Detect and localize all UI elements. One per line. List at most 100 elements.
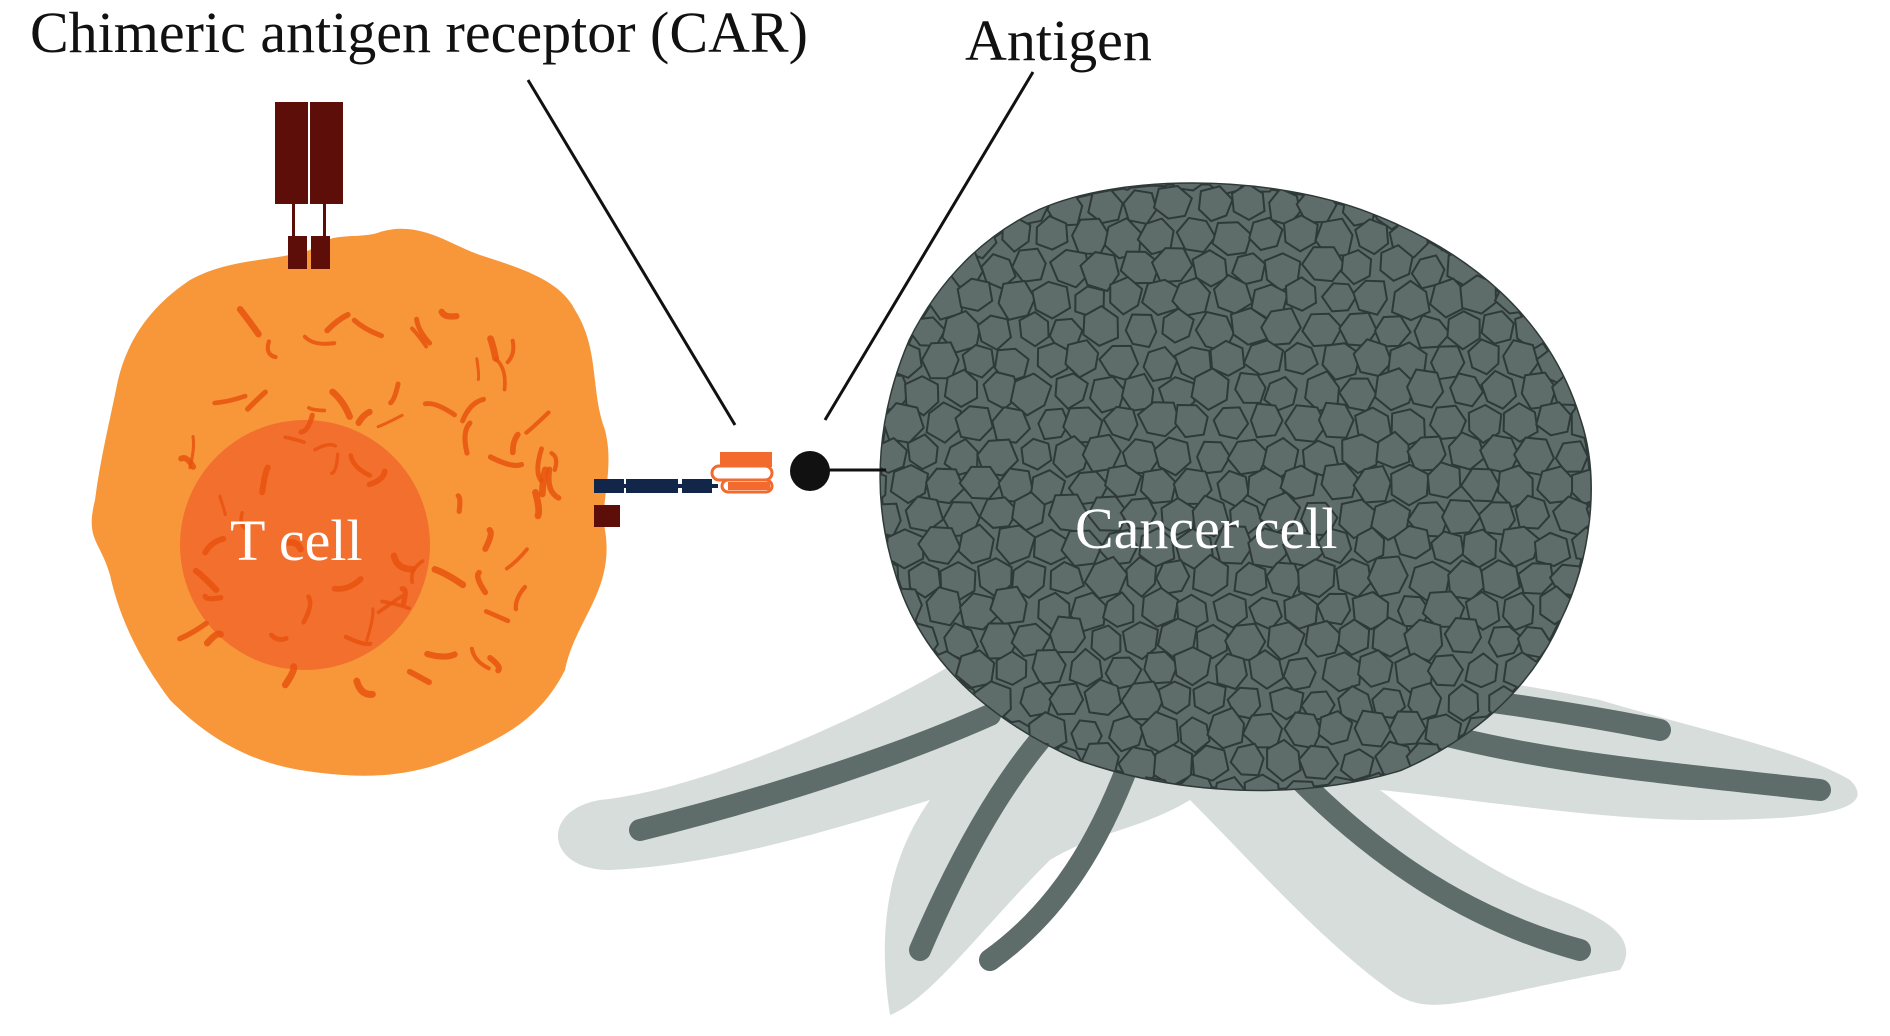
t-cell-squiggle <box>259 464 271 496</box>
t-cell-squiggle <box>414 316 433 346</box>
cancer-cell-lobule <box>1049 560 1085 595</box>
antigen-leader-line <box>823 71 1035 421</box>
cancer-cell-lobule <box>1354 183 1392 197</box>
cancer-cell-lobule <box>1037 407 1070 441</box>
t-cell-squiggle <box>513 584 528 612</box>
receptor-block <box>310 102 343 204</box>
t-cell-squiggle <box>192 567 220 593</box>
t-cell-squiggle <box>535 446 544 483</box>
cancer-cell-lobule <box>1052 434 1091 479</box>
cancer-cell-lobule <box>996 183 1030 191</box>
t-cell-squiggle <box>351 317 384 339</box>
cancer-cell-lobule <box>887 587 923 622</box>
cancer-cell-lobule <box>1585 495 1591 535</box>
cancer-cell-lobule <box>1337 618 1371 656</box>
cancer-cell-lobule <box>1463 183 1506 194</box>
cancer-cell-lobule <box>995 650 1028 686</box>
cancer-cell-lobule <box>1234 371 1267 404</box>
cancer-cell-lobule <box>1316 183 1355 189</box>
cancer-cell-lobule <box>1566 343 1591 381</box>
cancer-projection <box>909 729 1051 961</box>
cancer-cell-lobule <box>1388 183 1427 189</box>
cancer-cell-lobule <box>1068 647 1104 688</box>
cancer-cell-lobule <box>1087 189 1124 225</box>
cancer-cell-lobule <box>911 189 943 224</box>
cancer-cell-lobule <box>906 433 939 471</box>
cancer-cell-lobule <box>1176 773 1217 790</box>
cancer-cell-lobule <box>1485 187 1523 226</box>
cancer-cell-lobule <box>1568 591 1591 629</box>
cancer-cell-lobule <box>1142 345 1179 383</box>
cancer-cell-lobule <box>1190 367 1230 411</box>
cancer-cell-lobule <box>1379 244 1414 282</box>
cancer-cell-lobule <box>1430 530 1465 565</box>
cancer-cell-lobule <box>1243 773 1281 790</box>
cancer-cell-lobule <box>880 401 925 444</box>
t-cell-squiggle <box>524 410 551 435</box>
cancer-cell-lobule <box>1102 405 1139 442</box>
cancer-cell-lobule <box>943 368 979 409</box>
cancer-cell-lobule <box>1388 710 1428 747</box>
cancer-cell-lobule <box>1480 369 1518 410</box>
t-cell-squiggle <box>483 609 511 624</box>
t-cell-squiggle <box>482 527 494 552</box>
t-cell-squiggle <box>212 393 248 406</box>
t-cell-squiggle <box>376 594 404 615</box>
t-cell-receptor-top <box>275 102 343 269</box>
cancer-cell-lobule <box>1354 218 1390 256</box>
t-cell-squiggle <box>245 389 268 412</box>
cancer-cell-lobule <box>1592 557 1625 592</box>
cancer-cell-lobule <box>1517 562 1555 595</box>
cancer-cell-lobule <box>1404 185 1441 224</box>
cancer-cell-lobule <box>1036 341 1072 379</box>
t-cell-squiggle <box>301 594 313 625</box>
cancer-cell-lobule <box>880 650 893 688</box>
cancer-cell-lobule <box>1449 372 1485 408</box>
cancer-cell-lobule <box>880 468 888 509</box>
t-cell-squiggle <box>343 634 373 647</box>
t-cell-squiggle <box>330 452 340 475</box>
cancer-cell-lobule <box>1206 706 1246 750</box>
cancer-cell-lobule <box>1079 251 1120 293</box>
cancer-cell-lobule <box>1211 221 1253 257</box>
t-cell-squiggle <box>504 547 529 571</box>
cancer-cell-lobule <box>1554 248 1591 294</box>
cancer-cell-lobule <box>904 375 940 417</box>
cancer-cell-lobule <box>1242 339 1285 376</box>
cancer-cell-lobule <box>1018 310 1050 348</box>
cancer-cell-lobule <box>1592 439 1622 473</box>
cancer-cell-lobule <box>1589 617 1591 657</box>
cancer-cell-lobule <box>956 277 994 312</box>
cancer-cell-lobule <box>1109 275 1144 316</box>
cancer-cell-lobule <box>925 401 962 444</box>
t-cell-squiggle <box>509 431 521 456</box>
cancer-cell-lobule <box>1321 342 1362 381</box>
t-cell-squiggle <box>460 396 486 424</box>
cancer-cell-lobule <box>1502 402 1539 443</box>
t-cell-squiggle <box>475 357 481 381</box>
t-cell-squiggle <box>329 388 353 420</box>
t-cell-squiggle <box>269 632 289 642</box>
t-cell-squiggle <box>202 593 224 602</box>
t-cell-squiggle <box>410 559 425 585</box>
cancer-cell-lobule <box>880 187 903 226</box>
receptor-base <box>288 236 307 269</box>
cancer-cell-lobule <box>1060 529 1104 568</box>
t-cell-squiggle <box>380 599 411 611</box>
cancer-cell-lobule <box>1496 216 1539 256</box>
cancer-cell-lobule <box>1035 214 1069 251</box>
cancer-cell-lobule <box>1124 313 1158 349</box>
cancer-cell-lobule <box>880 280 885 313</box>
cancer-cell-lobule <box>1584 185 1591 223</box>
t-cell-squiggle <box>283 435 306 444</box>
t-cell-squiggle <box>399 586 408 607</box>
cancer-cell-lobule <box>1512 252 1551 289</box>
cancer-cell-lobule <box>1157 680 1192 715</box>
cancer-cell-lobule <box>880 593 888 629</box>
cancer-cell-lobule <box>880 183 888 194</box>
cancer-cell-lobule <box>1570 276 1591 317</box>
antigen-label: Antigen <box>965 8 1152 73</box>
cancer-cell-lobule <box>1191 744 1230 782</box>
t-cell-squiggle <box>532 489 543 520</box>
cancer-cell-lobule <box>1107 714 1146 753</box>
